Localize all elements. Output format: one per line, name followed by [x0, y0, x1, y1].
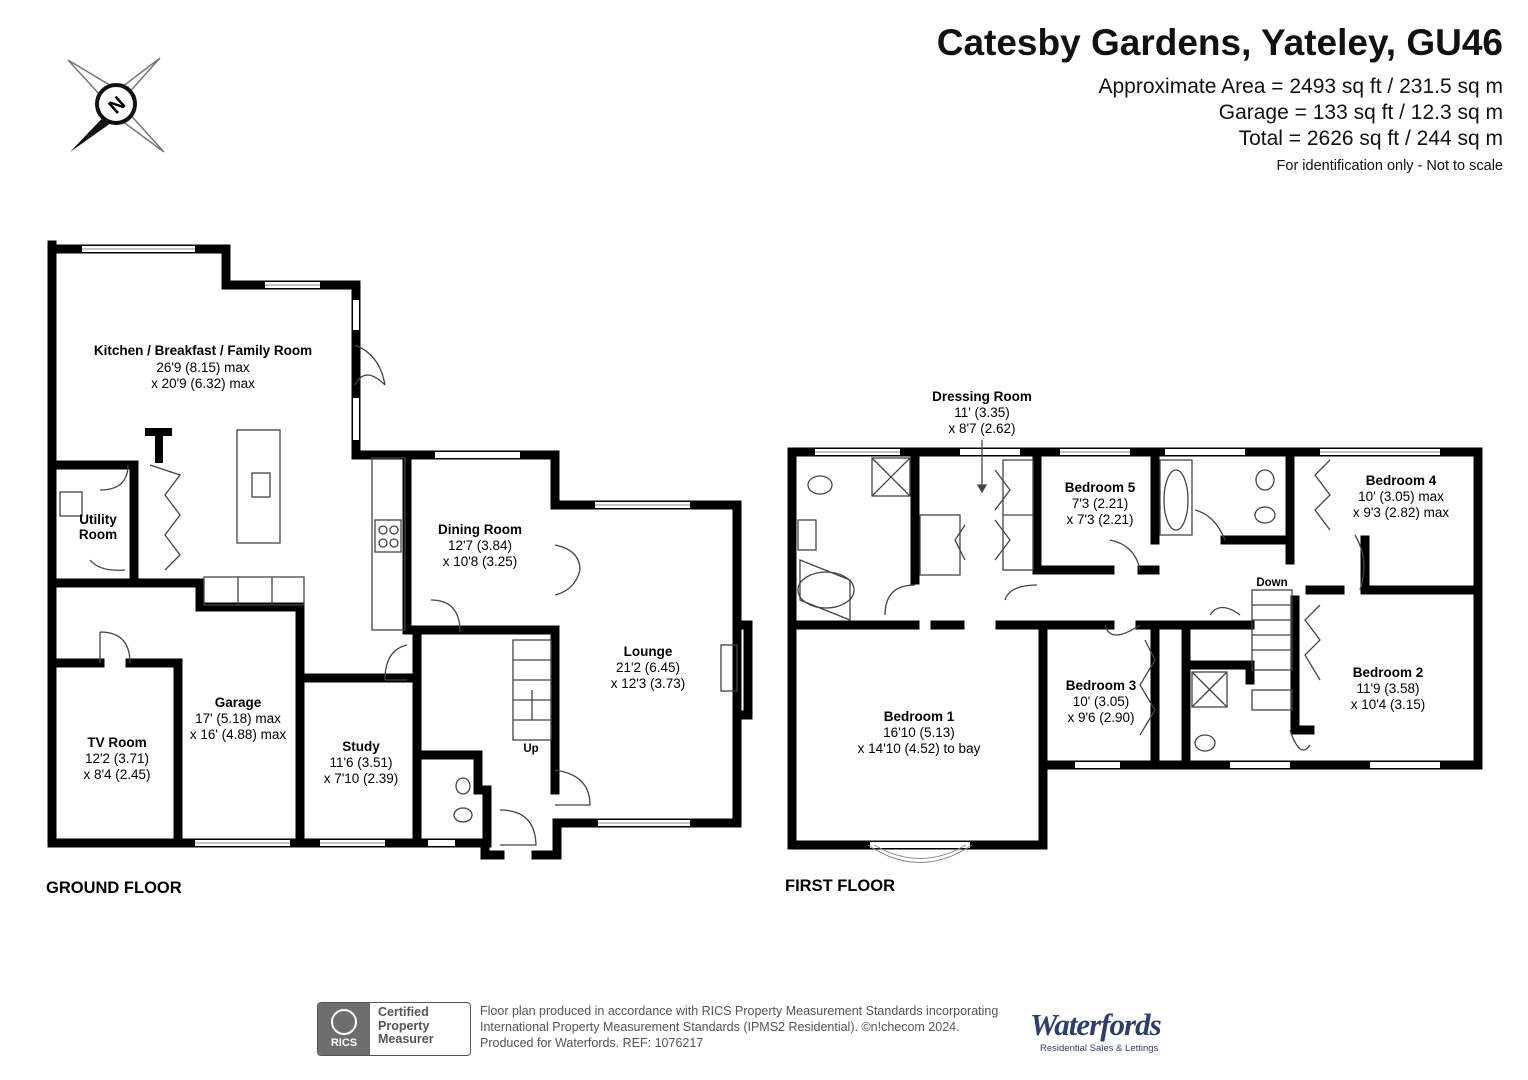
first-floor-window-lines — [815, 451, 1440, 863]
room-dim: x 14'10 (4.52) to bay — [858, 741, 981, 756]
total-area: Total = 2626 sq ft / 244 sq m — [1238, 127, 1503, 150]
room-dim: 11'9 (3.58) — [1356, 681, 1419, 696]
room-dim: x 8'7 (2.62) — [948, 421, 1015, 436]
room-name-bedroom-1: Bedroom 1 — [884, 709, 955, 724]
first-floor-walls — [787, 447, 1483, 850]
rics-seal-icon: RICS — [318, 1003, 370, 1055]
room-dim: 16'10 (5.13) — [883, 725, 955, 740]
ground-floor-window-lines — [82, 248, 690, 844]
room-name-bedroom-4: Bedroom 4 — [1366, 473, 1437, 488]
first-floor-labels: Dressing Room 11' (3.35) x 8'7 (2.62) Be… — [785, 389, 1449, 895]
badge-line-3: Measurer — [378, 1032, 434, 1046]
room-dim: 17' (5.18) max — [195, 711, 281, 726]
room-name-study: Study — [342, 739, 380, 754]
room-dim: 11' (3.35) — [954, 405, 1010, 420]
room-name-bedroom-5: Bedroom 5 — [1065, 480, 1136, 495]
room-dim: x 20'9 (6.32) max — [151, 376, 255, 391]
room-dim: x 10'8 (3.25) — [443, 554, 518, 569]
room-dim: 7'3 (2.21) — [1072, 496, 1129, 511]
room-dim: 12'2 (3.71) — [85, 751, 149, 766]
ground-floor-label: GROUND FLOOR — [46, 879, 182, 897]
footer-line-2: International Property Measurement Stand… — [480, 1020, 960, 1034]
room-dim: 10' (3.05) — [1073, 694, 1130, 709]
stairs-down-label: Down — [1256, 577, 1287, 589]
room-name-utility-2: Room — [79, 527, 117, 542]
footer-credits: Floor plan produced in accordance with R… — [480, 1003, 998, 1051]
badge-line-1: Certified — [378, 1005, 429, 1019]
room-name-tv-room: TV Room — [87, 735, 146, 750]
room-dim: x 7'3 (2.21) — [1066, 512, 1133, 527]
approximate-area: Approximate Area = 2493 sq ft / 231.5 sq… — [1098, 75, 1504, 98]
room-name-bedroom-3: Bedroom 3 — [1066, 678, 1137, 693]
waterfords-logo: Waterfords — [1030, 1007, 1162, 1042]
room-name-lounge: Lounge — [624, 644, 673, 659]
first-floor-fixtures — [797, 440, 1365, 752]
footer-line-3: Produced for Waterfords. REF: 1076217 — [480, 1036, 704, 1050]
waterfords-tagline: Residential Sales & Lettings — [1040, 1043, 1159, 1054]
footer-line-1: Floor plan produced in accordance with R… — [480, 1004, 999, 1018]
floor-plan-drawing: N — [46, 57, 1483, 897]
compass-icon: N — [67, 57, 165, 153]
room-dim: 26'9 (8.15) max — [156, 360, 250, 375]
rics-seal-text: RICS — [330, 1037, 358, 1049]
room-name-kitchen: Kitchen / Breakfast / Family Room — [94, 343, 312, 358]
room-dim: x 10'4 (3.15) — [1351, 697, 1426, 712]
disclaimer-note: For identification only - Not to scale — [1276, 158, 1503, 174]
room-name-dressing-room: Dressing Room — [932, 389, 1032, 404]
room-dim: x 9'6 (2.90) — [1067, 710, 1134, 725]
room-name-dining: Dining Room — [438, 522, 522, 537]
ground-floor-fixtures — [59, 344, 738, 846]
room-dim: x 8'4 (2.45) — [83, 767, 150, 782]
rics-certified-badge: RICS Certified Property Measurer — [317, 1002, 471, 1056]
room-dim: x 9'3 (2.82) max — [1353, 505, 1450, 520]
room-name-bedroom-2: Bedroom 2 — [1353, 665, 1424, 680]
first-floor-label: FIRST FLOOR — [785, 877, 895, 895]
room-name-utility: Utility — [79, 512, 117, 527]
room-dim: x 7'10 (2.39) — [324, 771, 399, 786]
badge-line-2: Property — [378, 1018, 430, 1033]
room-dim: 11'6 (3.51) — [329, 755, 392, 770]
room-dim: 10' (3.05) max — [1358, 489, 1444, 504]
room-dim: 12'7 (3.84) — [448, 538, 512, 553]
room-dim: 21'2 (6.45) — [616, 660, 680, 675]
ground-floor-labels: Kitchen / Breakfast / Family Room 26'9 (… — [46, 343, 685, 897]
room-dim: x 16' (4.88) max — [190, 727, 287, 742]
room-name-garage: Garage — [215, 695, 262, 710]
room-dim: x 12'3 (3.73) — [611, 676, 686, 691]
page-title: Catesby Gardens, Yateley, GU46 — [936, 22, 1503, 63]
garage-area: Garage = 133 sq ft / 12.3 sq m — [1218, 101, 1503, 124]
ground-floor-walls — [47, 240, 753, 860]
stairs-up-label: Up — [523, 743, 538, 755]
